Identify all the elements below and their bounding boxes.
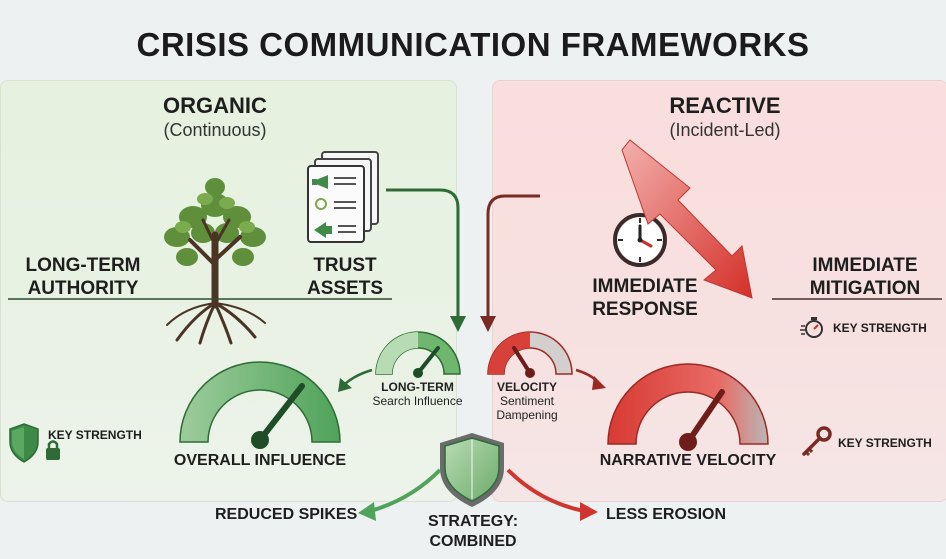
reactive-subheading: (Incident-Led) xyxy=(669,120,781,140)
reactive-heading: REACTIVE xyxy=(669,93,781,118)
long-term-authority-label: LONG-TERM AUTHORITY xyxy=(18,254,148,300)
narrative-velocity-gauge xyxy=(607,363,769,451)
organic-heading: ORGANIC xyxy=(163,93,267,118)
sentiment-dampening-label: VELOCITY Sentiment Dampening xyxy=(482,380,572,422)
lightning-arrow-icon xyxy=(621,139,753,299)
strategy-line1: STRATEGY: xyxy=(427,513,519,530)
trust-assets-line2: ASSETS xyxy=(306,278,384,299)
sentiment-dampening-line3: Dampening xyxy=(496,408,558,422)
long-term-authority-line1: LONG-TERM xyxy=(25,255,141,276)
clock-icon xyxy=(613,213,667,267)
shield-lock-icon xyxy=(9,423,60,463)
narrative-velocity-label: NARRATIVE VELOCITY xyxy=(599,452,777,469)
organic-key-strength: KEY STRENGTH xyxy=(48,428,142,442)
immediate-response-line1: IMMEDIATE xyxy=(592,276,698,297)
document-stack-icon xyxy=(307,151,379,243)
immediate-mitigation-label: IMMEDIATE MITIGATION xyxy=(795,254,935,300)
tree-icon xyxy=(164,178,266,345)
reduced-spikes-label: REDUCED SPIKES xyxy=(215,506,358,523)
reactive-divider xyxy=(772,298,942,300)
immediate-response-label: IMMEDIATE RESPONSE xyxy=(580,275,710,321)
sentiment-dampening-line2: Sentiment xyxy=(499,394,555,408)
organic-panel xyxy=(0,80,457,502)
long-term-authority-line2: AUTHORITY xyxy=(27,278,139,299)
trust-assets-label: TRUST ASSETS xyxy=(295,254,395,300)
sentiment-dampening-line1: VELOCITY xyxy=(496,380,557,394)
strategy-line2: COMBINED xyxy=(429,533,517,550)
overall-influence-label: OVERALL INFLUENCE xyxy=(173,452,347,469)
strategy-label: STRATEGY: COMBINED xyxy=(410,512,536,552)
overall-influence-gauge xyxy=(179,361,341,449)
less-erosion-label: LESS EROSION xyxy=(606,506,727,523)
immediate-mitigation-line1: IMMEDIATE xyxy=(812,255,918,276)
reactive-key-strength-top: KEY STRENGTH xyxy=(833,321,927,335)
organic-divider xyxy=(8,298,392,300)
sentiment-dampening-gauge xyxy=(487,331,573,378)
search-influence-label: LONG-TERM Search Influence xyxy=(360,380,475,408)
key-icon xyxy=(802,426,832,457)
reactive-key-strength-bottom: KEY STRENGTH xyxy=(838,436,932,450)
search-influence-line2: Search Influence xyxy=(372,394,463,408)
organic-subheading: (Continuous) xyxy=(163,120,267,140)
reactive-panel xyxy=(492,80,946,502)
page-title: CRISIS COMMUNICATION FRAMEWORKS xyxy=(136,26,810,63)
shield-icon xyxy=(440,433,504,507)
search-influence-gauge xyxy=(375,331,461,378)
trust-assets-line1: TRUST xyxy=(313,255,377,276)
immediate-mitigation-line2: MITIGATION xyxy=(809,278,921,299)
immediate-response-line2: RESPONSE xyxy=(592,299,698,320)
search-influence-line1: LONG-TERM xyxy=(381,380,454,394)
stopwatch-icon xyxy=(800,317,823,338)
